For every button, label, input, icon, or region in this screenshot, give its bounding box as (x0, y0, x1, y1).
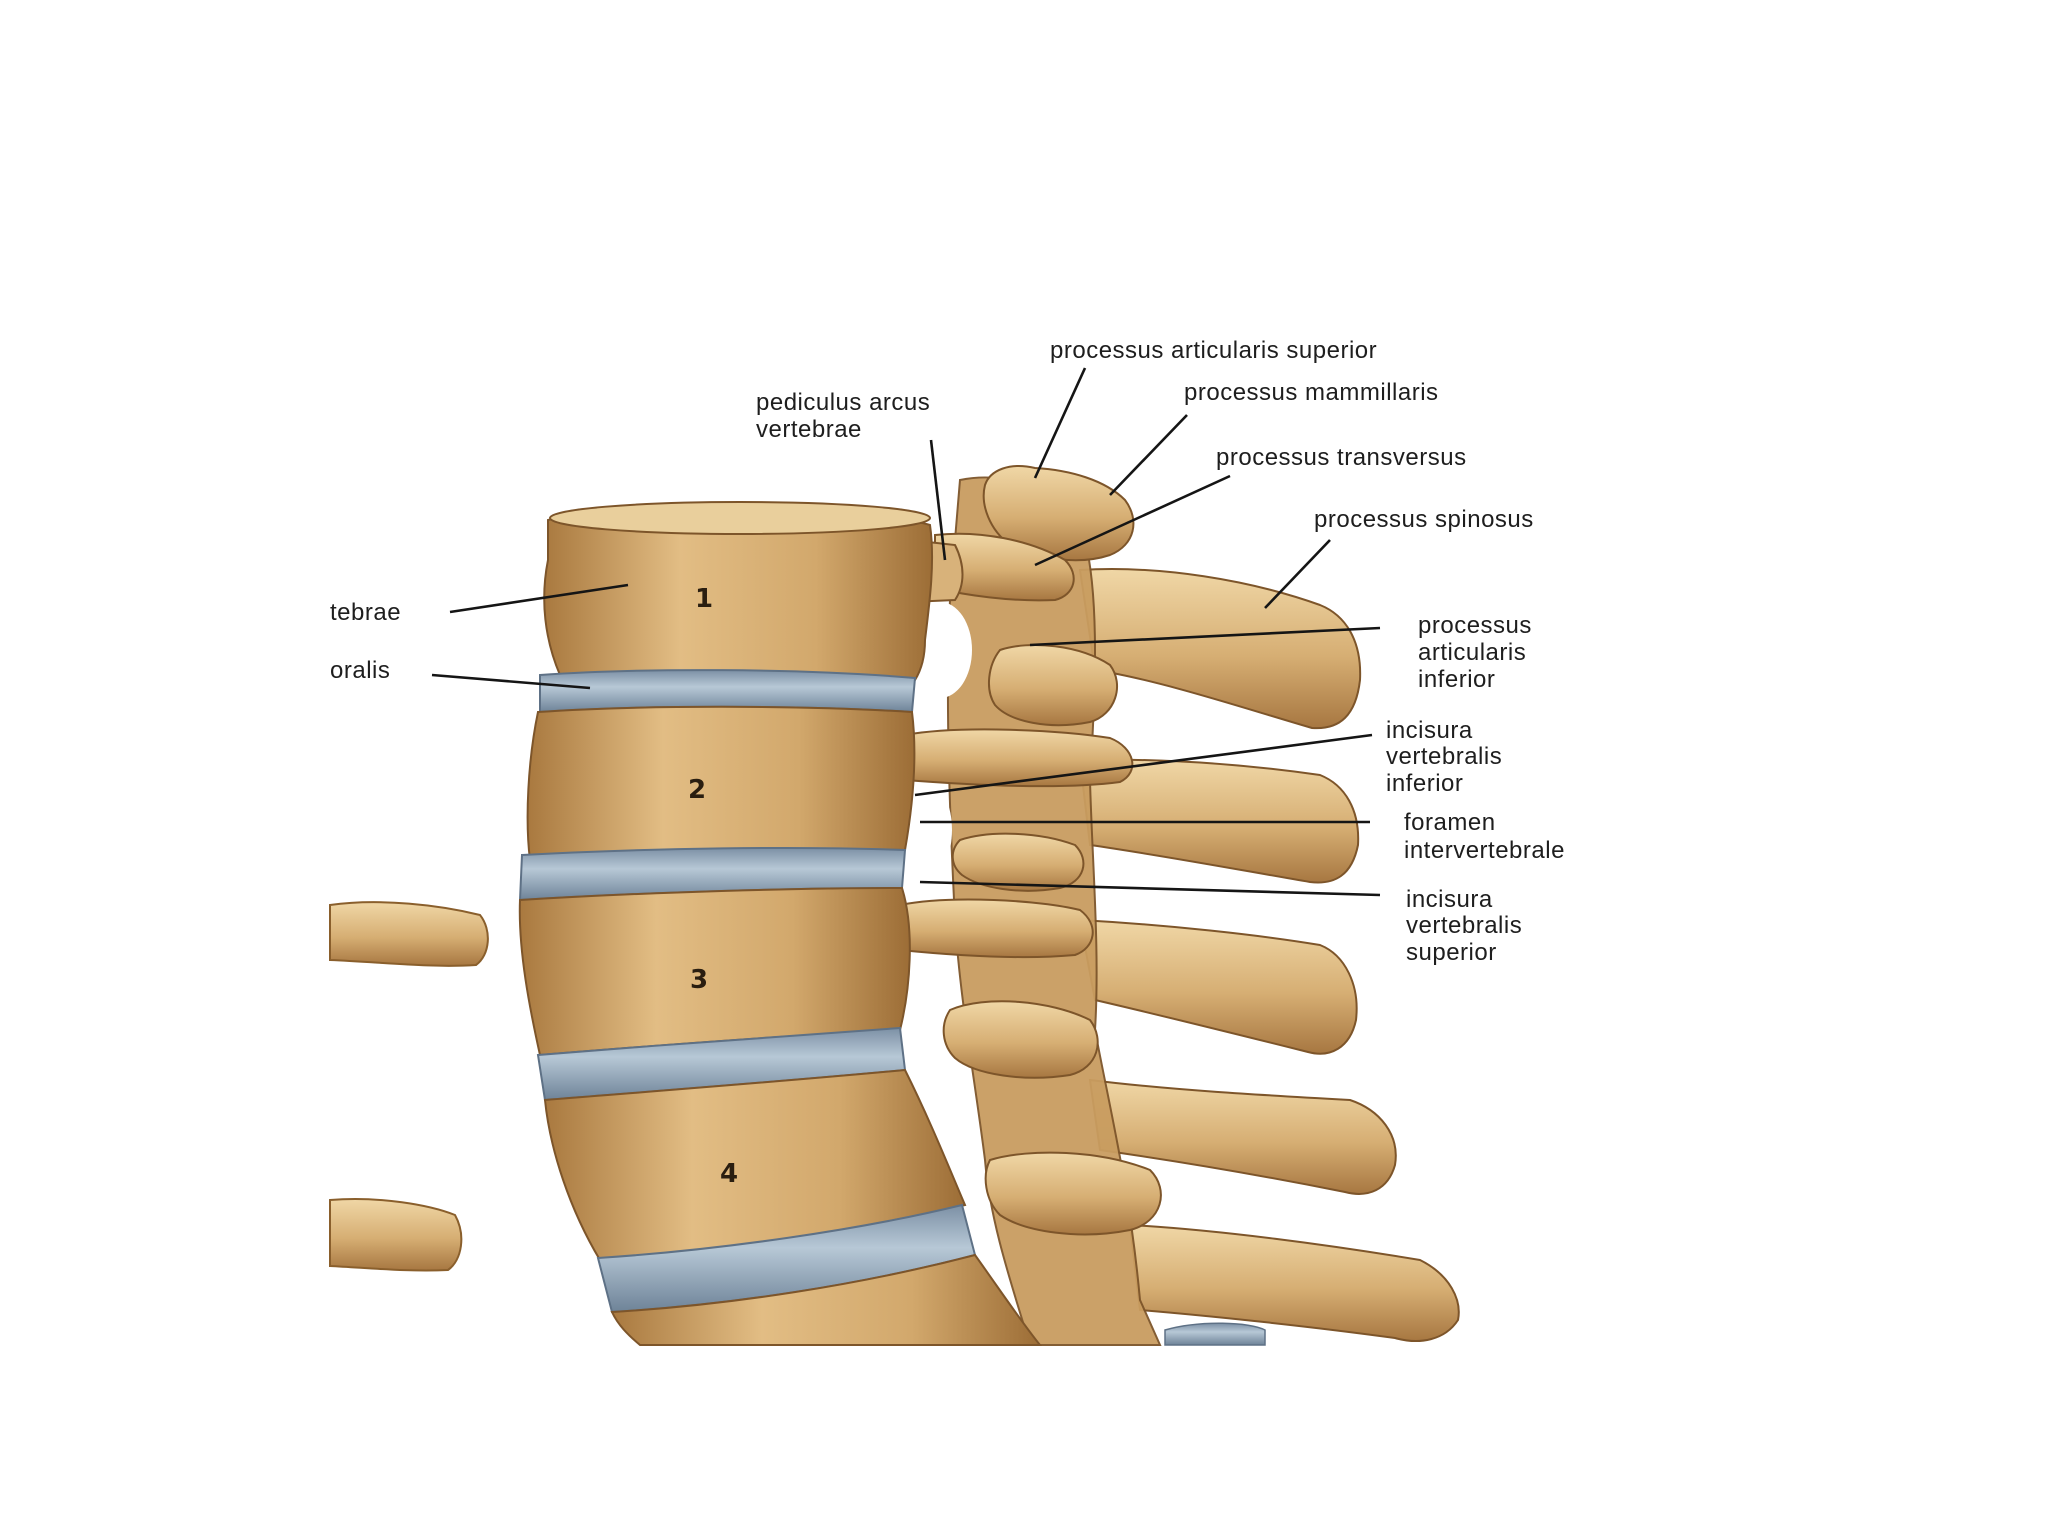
vertebra-number-3: 3 (690, 965, 708, 995)
vertebra-number-2: 2 (688, 775, 706, 805)
spinous-process-5 (1128, 1223, 1460, 1342)
label-processus-articularis-inferior-2: articularis (1418, 639, 1526, 666)
label-corpus-partial: tebrae (330, 599, 401, 626)
foramen-gap-2 (908, 785, 952, 875)
spinous-process-4 (1088, 1078, 1397, 1195)
spinous-process-3 (1078, 918, 1358, 1055)
vertebral-body-3 (518, 886, 911, 1057)
transverse-process-3 (899, 898, 1094, 959)
spinous-process-1 (1078, 568, 1362, 730)
intervertebral-disc-1 (539, 669, 917, 714)
label-processus-mammillaris: processus mammillaris (1184, 379, 1439, 406)
label-incisura-inferior-2: vertebralis (1386, 743, 1502, 770)
label-processus-spinosus: processus spinosus (1314, 506, 1534, 533)
vertebra-number-1: 1 (695, 584, 713, 614)
vertebral-body-5-partial (610, 1253, 1043, 1346)
label-incisura-superior-1: incisura (1406, 886, 1493, 913)
labels: processus articularis superior pediculus… (330, 337, 1565, 966)
label-incisura-inferior-3: inferior (1386, 770, 1463, 797)
articular-process-2-3 (951, 832, 1085, 892)
label-incisura-superior-3: superior (1406, 939, 1497, 966)
left-process-fragment-lower (329, 1198, 463, 1272)
transverse-process-2 (904, 728, 1134, 788)
vertebral-body-1-top-rim (549, 501, 931, 535)
label-discus-partial: oralis (330, 657, 390, 684)
transverse-process-1 (934, 532, 1075, 602)
label-incisura-inferior-1: incisura (1386, 717, 1473, 744)
spine-illustration (329, 465, 1460, 1346)
lower-disc-fragment-right (1164, 1322, 1266, 1346)
leader-lines (431, 367, 1381, 897)
left-process-fragment-upper (329, 901, 489, 967)
label-processus-articularis-superior: processus articularis superior (1050, 337, 1377, 364)
label-foramen: foramen (1404, 809, 1496, 836)
label-pediculus-arcus: pediculus arcus (756, 389, 930, 416)
label-incisura-superior-2: vertebralis (1406, 912, 1522, 939)
label-processus-articularis-inferior-3: inferior (1418, 666, 1495, 693)
inferior-articular-process-1 (988, 644, 1119, 727)
label-intervertebrale: intervertebrale (1404, 837, 1565, 864)
vertebral-body-2 (526, 705, 916, 862)
vertebral-body-4 (543, 1068, 967, 1262)
label-processus-articularis-inferior-1: processus (1418, 612, 1532, 639)
articular-process-3-4 (942, 1000, 1099, 1079)
articular-process-4-5 (984, 1151, 1162, 1236)
label-processus-transversus: processus transversus (1216, 444, 1467, 471)
vertebra-number-4: 4 (720, 1159, 738, 1189)
label-pediculus-vertebrae: vertebrae (756, 416, 862, 443)
